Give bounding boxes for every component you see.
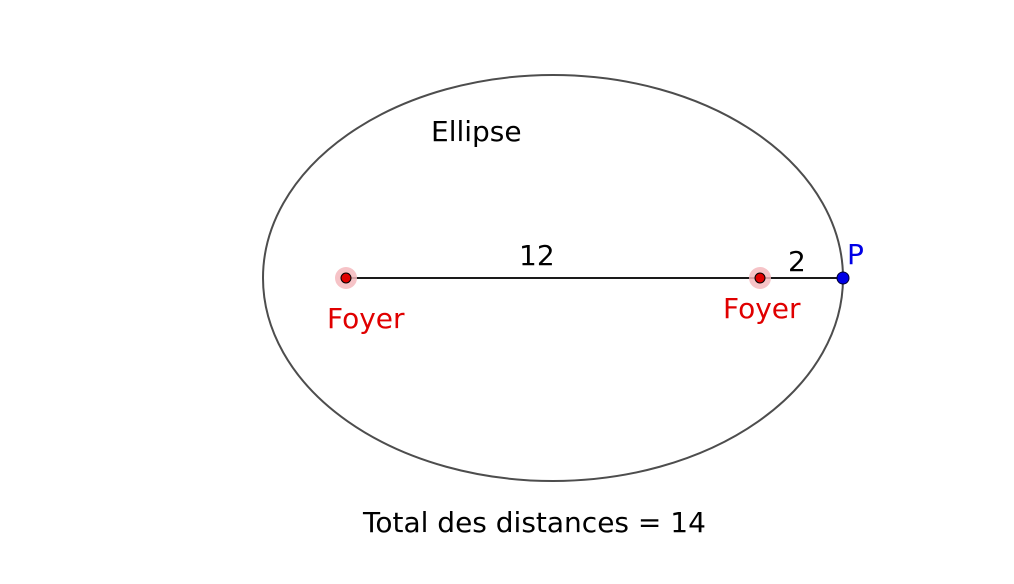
- distance-label-12: 12: [519, 239, 555, 272]
- point-p[interactable]: [836, 271, 850, 285]
- focus-left-label: Foyer: [327, 302, 405, 335]
- focus-right-point[interactable]: [749, 267, 771, 289]
- focus-right-label: Foyer: [723, 292, 801, 325]
- point-p-label: P: [847, 238, 864, 271]
- total-distance-text: Total des distances = 14: [362, 506, 706, 539]
- ellipse-title: Ellipse: [431, 115, 522, 148]
- focus-left-point[interactable]: [335, 267, 357, 289]
- distance-label-2: 2: [788, 245, 806, 278]
